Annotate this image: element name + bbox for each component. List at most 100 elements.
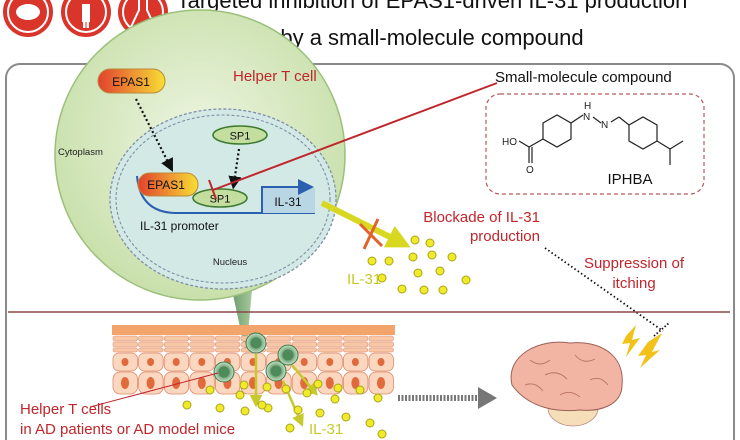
skin-cell	[138, 341, 164, 348]
skin-cell	[343, 341, 369, 348]
il31-dot	[461, 275, 471, 285]
skin-cell	[189, 341, 215, 348]
title-line-1: Targeted inhibition of EPAS1-driven IL-3…	[177, 0, 688, 13]
skin-cell	[112, 335, 138, 342]
suppression-label-2: itching	[612, 275, 655, 292]
promoter-label: IL-31 promoter	[140, 219, 219, 233]
tcell-label-1: Helper T cells	[20, 401, 111, 418]
skin-cell	[163, 341, 189, 348]
secretion-arrow-small	[291, 364, 318, 396]
sp1-bound-label: SP1	[210, 194, 231, 206]
cell-nucleus	[121, 377, 129, 389]
brain-icon	[510, 341, 623, 427]
il31-dot	[257, 400, 267, 410]
skin-tissue	[112, 325, 395, 395]
il31-dot	[408, 252, 418, 262]
cell-nucleus	[300, 358, 308, 366]
skin-cell	[368, 335, 394, 342]
il31-dot	[447, 252, 457, 262]
il31-dot	[427, 250, 437, 260]
t-cells-in-skin	[213, 332, 318, 427]
il31-dot	[410, 235, 420, 245]
t-cell-nucleus	[250, 337, 262, 349]
skin-cell	[291, 341, 318, 348]
skin-cell	[215, 341, 241, 348]
il31-dot	[285, 423, 295, 433]
cell-nucleus	[172, 358, 180, 366]
il31-dot	[182, 400, 192, 410]
blockade-cross-icon	[358, 218, 384, 250]
sp1-label: SP1	[230, 131, 251, 143]
il31-dot	[425, 238, 435, 248]
skin-cell	[189, 335, 215, 342]
inhibition-line	[212, 82, 498, 191]
il31-dot	[315, 408, 325, 418]
skin-cell	[112, 347, 138, 353]
cell-nucleus	[326, 358, 334, 366]
il31-dot	[435, 266, 445, 276]
mouse-icon	[3, 0, 53, 37]
skin-cell	[317, 347, 343, 353]
il31-dot	[377, 273, 387, 283]
tcell-pointer-line	[89, 372, 219, 408]
cell-nucleus	[351, 377, 360, 389]
il31-dot	[239, 380, 249, 390]
epas1-cytoplasm	[97, 68, 166, 94]
cell-nucleus	[147, 358, 155, 366]
il31-dot	[419, 285, 429, 295]
il31-dots-secreted	[367, 235, 471, 295]
skin-cell	[368, 347, 394, 353]
il31-dot	[302, 388, 312, 398]
il31-dot	[313, 379, 323, 389]
skin-cell	[138, 335, 164, 342]
suppression-label-1: Suppression of	[584, 255, 685, 272]
il31-dot	[240, 406, 250, 416]
t-cell-nucleus	[218, 366, 230, 378]
cell-nucleus	[351, 358, 359, 366]
cell-nucleus	[325, 377, 334, 389]
epas1-label: EPAS1	[112, 75, 150, 89]
il31-dot	[413, 268, 423, 278]
blockade-label-1: Blockade of IL-31	[423, 209, 540, 226]
iphba-structure	[518, 114, 684, 165]
tcell-label-2: in AD patients or AD model mice	[20, 421, 235, 438]
il31-dot	[341, 412, 351, 422]
atom-o: O	[526, 165, 534, 176]
cell-nucleus	[172, 377, 181, 389]
il31-dot	[262, 382, 272, 392]
t-cell-nucleus	[270, 365, 282, 377]
epas1-bound	[137, 172, 199, 197]
skin-cell	[317, 341, 343, 348]
transcription-start-arrow	[261, 179, 314, 213]
secretion-arrow	[320, 200, 411, 248]
atom-ho: HO	[502, 137, 517, 148]
atom-n2: N	[601, 120, 608, 131]
il31-dot	[235, 390, 245, 400]
sp1-nucleus	[212, 125, 268, 145]
cell-nucleus	[121, 358, 129, 366]
title-line-2: by a small-molecule compound	[280, 25, 583, 50]
il31-dot	[205, 385, 215, 395]
il31-dots-tissue	[182, 379, 387, 439]
skin-cell	[189, 347, 215, 353]
atom-n1: N	[583, 112, 590, 123]
compound-box	[485, 93, 705, 195]
stratum-corneum	[112, 325, 395, 335]
il31-gene-label: IL-31	[274, 195, 302, 209]
epas1-bound-label: EPAS1	[147, 178, 185, 192]
il31-dot	[215, 403, 225, 413]
blockade-label-2: production	[470, 228, 540, 245]
compound-label: Small-molecule compound	[495, 69, 672, 86]
skin-cell	[215, 335, 241, 342]
il31-dot	[373, 393, 383, 403]
skin-cell	[266, 335, 292, 342]
il31-dot	[438, 285, 448, 295]
skin-cell	[317, 335, 343, 342]
il31-dot	[333, 383, 343, 393]
skin-cell	[138, 347, 164, 353]
il31-dot	[281, 384, 291, 394]
human-icon	[61, 0, 111, 37]
skin-cell	[163, 347, 189, 353]
cell-nucleus	[198, 358, 206, 366]
